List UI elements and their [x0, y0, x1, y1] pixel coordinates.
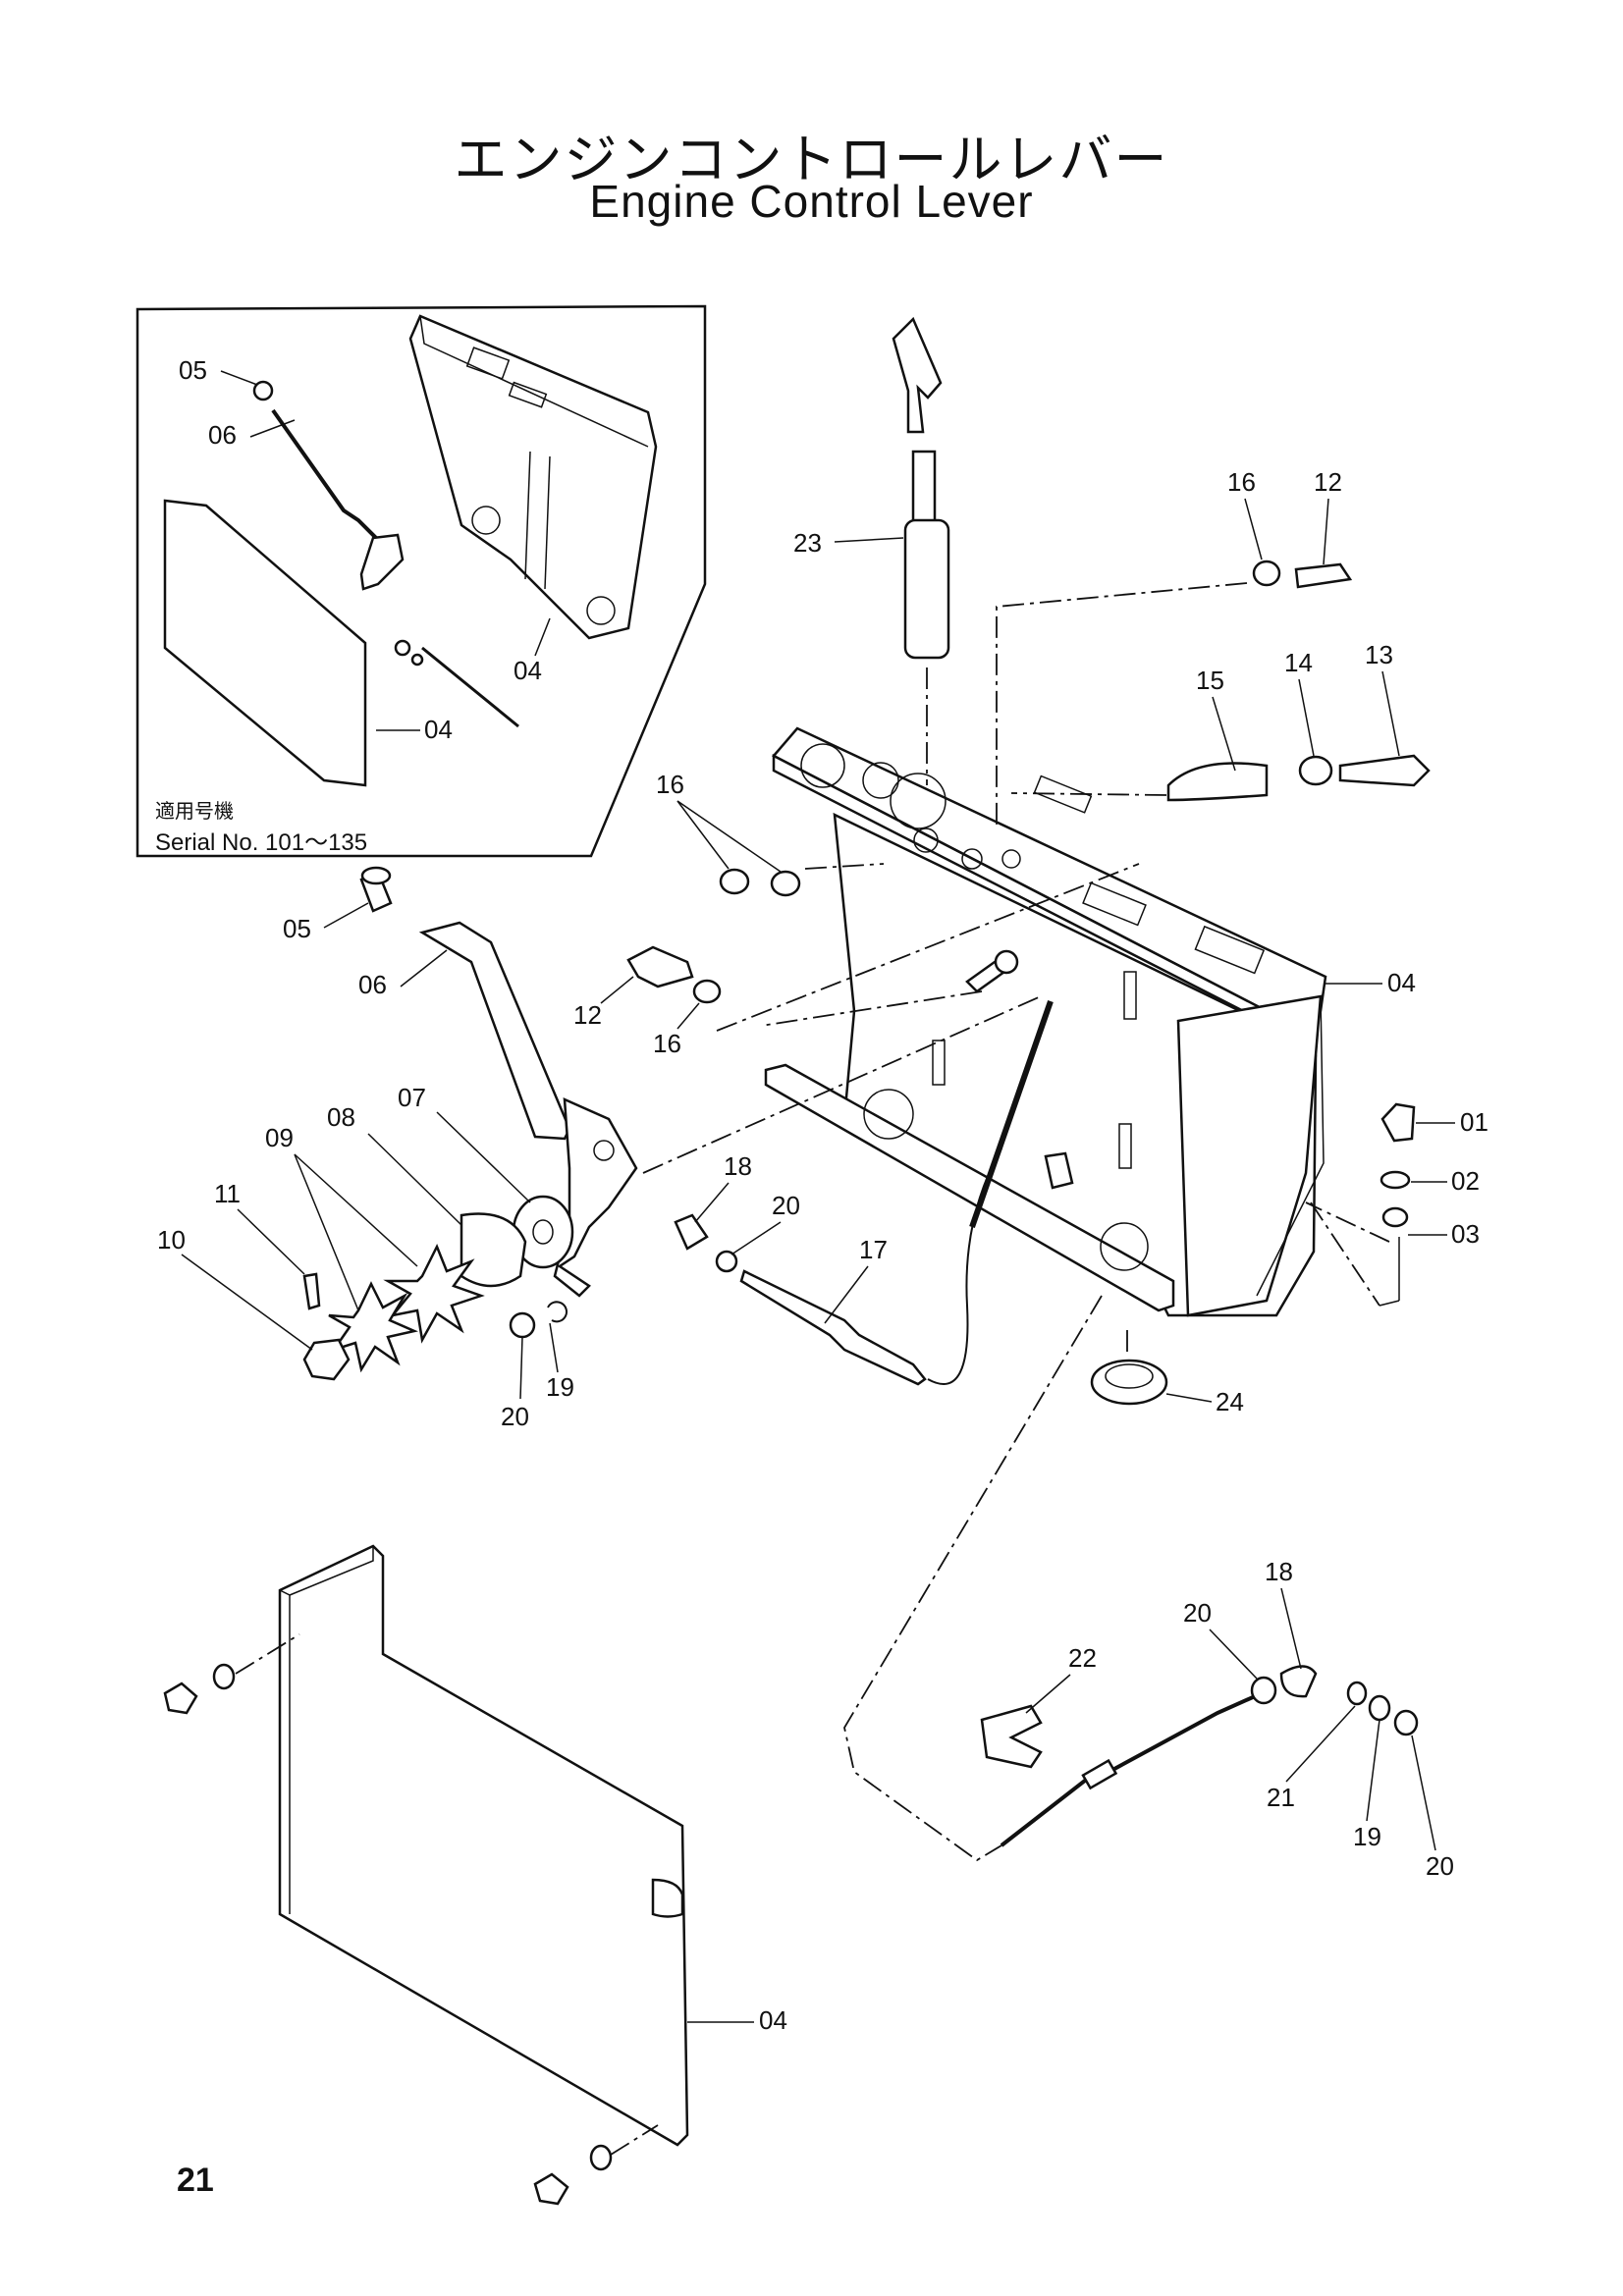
control-cable-17	[674, 1148, 1002, 1386]
callout-01: 01	[1460, 1107, 1488, 1137]
title-japanese: エンジンコントロールレバー	[454, 129, 1169, 190]
callout-19-upper: 19	[546, 1372, 574, 1402]
callout-labels: 01 02 03 04 04 05 06 07 08 09 10 11 12 1…	[157, 467, 1488, 2035]
inset-knob	[252, 380, 274, 401]
plate-08	[460, 1212, 527, 1288]
bolt-lower-a	[163, 1682, 198, 1715]
callout-10: 10	[157, 1225, 186, 1255]
inset-box	[135, 304, 707, 858]
nut-20	[509, 1311, 536, 1339]
star-washer-09a	[383, 1243, 485, 1344]
inset-callouts: 05 06 04 04 適用号機 Serial No. 101〜135	[155, 355, 551, 856]
callout-02: 02	[1451, 1166, 1480, 1196]
inset-callout-05: 05	[179, 355, 207, 385]
callout-22: 22	[1068, 1643, 1097, 1673]
bolt-12	[626, 945, 694, 988]
rod-end-18	[1279, 1665, 1318, 1698]
inset-callout-04-frame: 04	[514, 656, 542, 685]
lower-cover-panel	[163, 1544, 689, 2206]
main-frame	[764, 726, 1327, 1317]
callout-11: 11	[214, 1179, 241, 1208]
callout-20-lower-b: 20	[1426, 1851, 1454, 1881]
callout-13: 13	[1365, 640, 1393, 669]
callout-21: 21	[1267, 1783, 1295, 1812]
callout-20-left: 20	[501, 1402, 529, 1431]
callout-03: 03	[1451, 1219, 1480, 1249]
callout-05: 05	[283, 914, 311, 943]
callout-06: 06	[358, 970, 387, 999]
callout-16-pair: 16	[656, 770, 684, 799]
grommet-24	[1090, 1359, 1168, 1406]
inset-callout-06: 06	[208, 420, 237, 450]
callout-07: 07	[398, 1083, 426, 1112]
page-number: 21	[177, 2162, 214, 2199]
lever-handle-23	[892, 316, 950, 785]
callout-17: 17	[859, 1235, 888, 1264]
callout-12-right: 12	[1314, 467, 1342, 497]
callout-16-left: 16	[653, 1029, 681, 1058]
bolt-13	[1338, 754, 1431, 787]
inset-callout-04-panel: 04	[424, 715, 453, 744]
callout-18-lower: 18	[1265, 1557, 1293, 1586]
bolt-lower-b	[533, 2172, 569, 2206]
washer-03	[1381, 1206, 1409, 1228]
bracket-22	[980, 1704, 1043, 1769]
callout-19-lower: 19	[1353, 1822, 1381, 1851]
callout-23: 23	[793, 528, 822, 558]
castle-nut-10	[302, 1338, 351, 1381]
callout-24: 24	[1216, 1387, 1244, 1416]
inset-frame	[408, 314, 658, 640]
clip-19	[547, 1301, 568, 1323]
spring-15	[1166, 762, 1269, 802]
callout-15: 15	[1196, 666, 1224, 695]
callout-12-left: 12	[573, 1000, 602, 1030]
callout-14: 14	[1284, 648, 1313, 677]
callout-16-right: 16	[1227, 467, 1256, 497]
inset-serial-label: Serial No. 101〜135	[155, 829, 367, 856]
callout-04-cover: 04	[759, 2005, 787, 2035]
inset-cover-panel	[163, 499, 367, 787]
callout-20-lower-a: 20	[1183, 1598, 1212, 1628]
callout-20-upper: 20	[772, 1191, 800, 1220]
callout-08: 08	[327, 1102, 355, 1132]
bolt-01	[1380, 1102, 1416, 1143]
nut-16b	[770, 870, 801, 897]
assembly-lines	[642, 582, 1400, 1862]
hardware	[509, 560, 1431, 1406]
callout-09: 09	[265, 1123, 294, 1152]
nut-16	[692, 979, 722, 1004]
inset-applicable-label: 適用号機	[155, 800, 234, 823]
nut-16c	[1252, 560, 1281, 587]
star-washer-09b	[328, 1281, 418, 1373]
title-english: Engine Control Lever	[589, 176, 1034, 227]
cotter-pin-11	[302, 1272, 321, 1310]
washer-14	[1298, 755, 1333, 786]
callout-04-frame: 04	[1387, 968, 1416, 997]
nut-16a	[719, 868, 750, 895]
washer-02	[1380, 1170, 1411, 1190]
lower-cable-assembly	[980, 1665, 1419, 1847]
callout-18-upper: 18	[724, 1151, 752, 1181]
bolt-12b	[1294, 562, 1353, 589]
friction-assembly	[302, 1195, 574, 1381]
